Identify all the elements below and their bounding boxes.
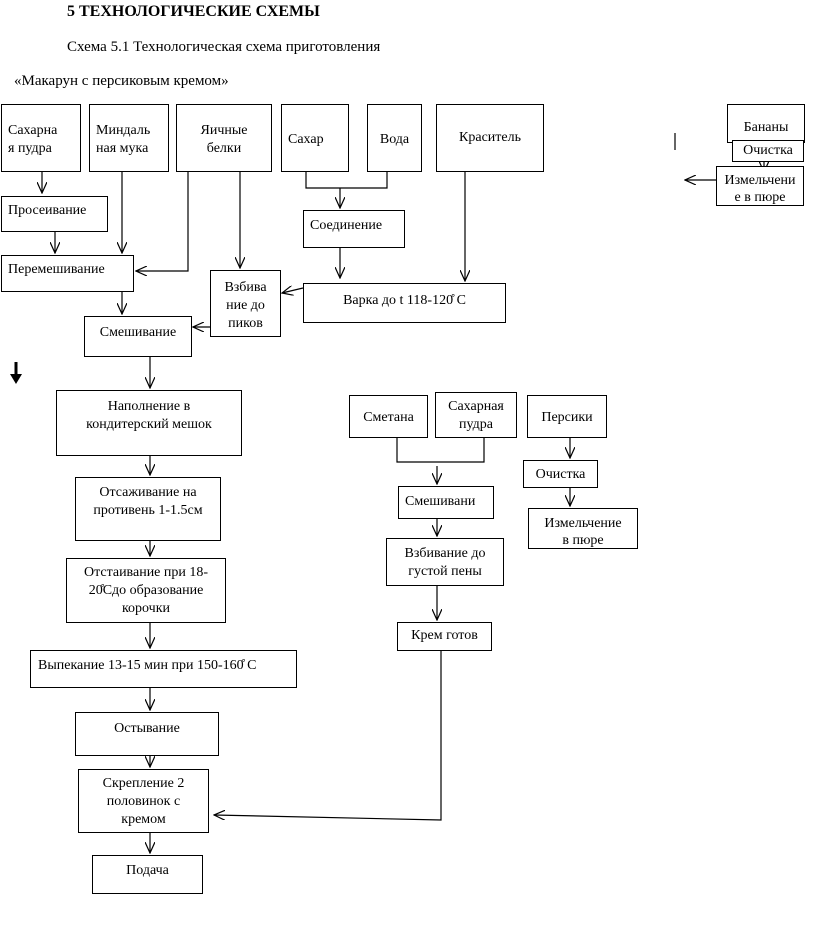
node-sugar: Сахар xyxy=(281,104,349,172)
node-whipping-peaks: Взбива ние до пиков xyxy=(210,270,281,337)
node-combining: Соединение xyxy=(303,210,405,248)
node-joining: Скрепление 2 половинок с кремом xyxy=(78,769,209,833)
node-peach-puree: Измельчение в пюре xyxy=(528,508,638,549)
node-blending: Смешивание xyxy=(84,316,192,357)
node-mixing-dry: Перемешивание xyxy=(1,255,134,292)
node-almond-flour: Миндаль ная мука xyxy=(89,104,169,172)
node-bananas: Бананы xyxy=(727,104,805,143)
node-cream-mixing: Смешивани xyxy=(398,486,494,519)
node-sugar-powder-cream: Сахарная пудра xyxy=(435,392,517,438)
node-peach-peeling: Очистка xyxy=(523,460,598,488)
node-baking: Выпекание 13-15 мин при 150-160̊ С xyxy=(30,650,297,688)
product-name: «Макарун с персиковым кремом» xyxy=(14,73,229,89)
node-egg-whites: Яичные белки xyxy=(176,104,272,172)
node-cream-whipping: Взбивание до густой пены xyxy=(386,538,504,586)
node-cooling: Остывание xyxy=(75,712,219,756)
section-heading: 5 ТЕХНОЛОГИЧЕСКИЕ СХЕМЫ xyxy=(67,3,320,20)
node-resting: Отстаивание при 18- 20̊Сдо образование к… xyxy=(66,558,226,623)
node-peaches: Персики xyxy=(527,395,607,438)
node-water: Вода xyxy=(367,104,422,172)
node-banana-puree: Измельчени е в пюре xyxy=(716,166,804,206)
node-sour-cream: Сметана xyxy=(349,395,428,438)
node-dye: Краситель xyxy=(436,104,544,172)
node-sugar-powder: Сахарна я пудра xyxy=(1,104,81,172)
node-banana-peeling: Очистка xyxy=(732,140,804,162)
node-piping: Отсаживание на противень 1-1.5см xyxy=(75,477,221,541)
down-arrow-icon xyxy=(10,362,22,384)
scheme-caption: Схема 5.1 Технологическая схема приготов… xyxy=(67,39,381,55)
node-boiling: Варка до t 118-120̊ С xyxy=(303,283,506,323)
node-sifting: Просеивание xyxy=(1,196,108,232)
node-serving: Подача xyxy=(92,855,203,894)
node-filling-bag: Наполнение в кондитерский мешок xyxy=(56,390,242,456)
node-cream-ready: Крем готов xyxy=(397,622,492,651)
